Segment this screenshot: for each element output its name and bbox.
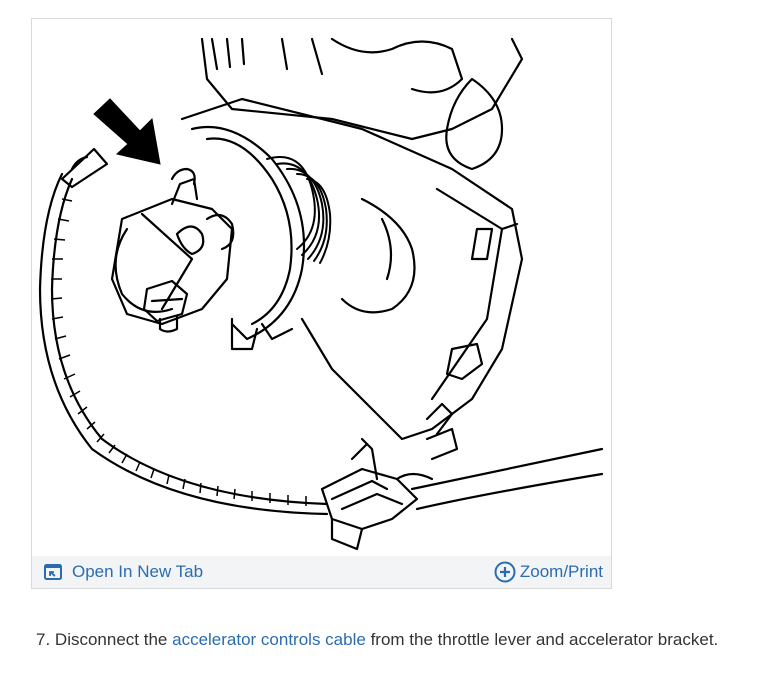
step-instruction: 7. Disconnect the accelerator controls c…	[36, 630, 718, 650]
accelerator-controls-cable-link[interactable]: accelerator controls cable	[172, 630, 366, 649]
zoom-print-link[interactable]: Zoom/Print	[494, 556, 603, 588]
plus-circle-icon	[494, 561, 516, 583]
open-in-new-tab-label: Open In New Tab	[72, 562, 204, 581]
open-in-new-tab-link[interactable]: Open In New Tab	[44, 556, 203, 588]
step-text-after: from the throttle lever and accelerator …	[370, 630, 719, 649]
figure-toolbar: Open In New Tab Zoom/Print	[32, 556, 611, 588]
figure-container: Open In New Tab Zoom/Print	[31, 18, 612, 589]
throttle-body-illustration	[38, 37, 604, 551]
zoom-print-label: Zoom/Print	[519, 562, 603, 581]
pointer-arrow	[93, 98, 161, 165]
open-new-tab-icon	[44, 564, 62, 580]
step-text-before: Disconnect the	[54, 630, 168, 649]
step-number: 7.	[36, 630, 51, 649]
